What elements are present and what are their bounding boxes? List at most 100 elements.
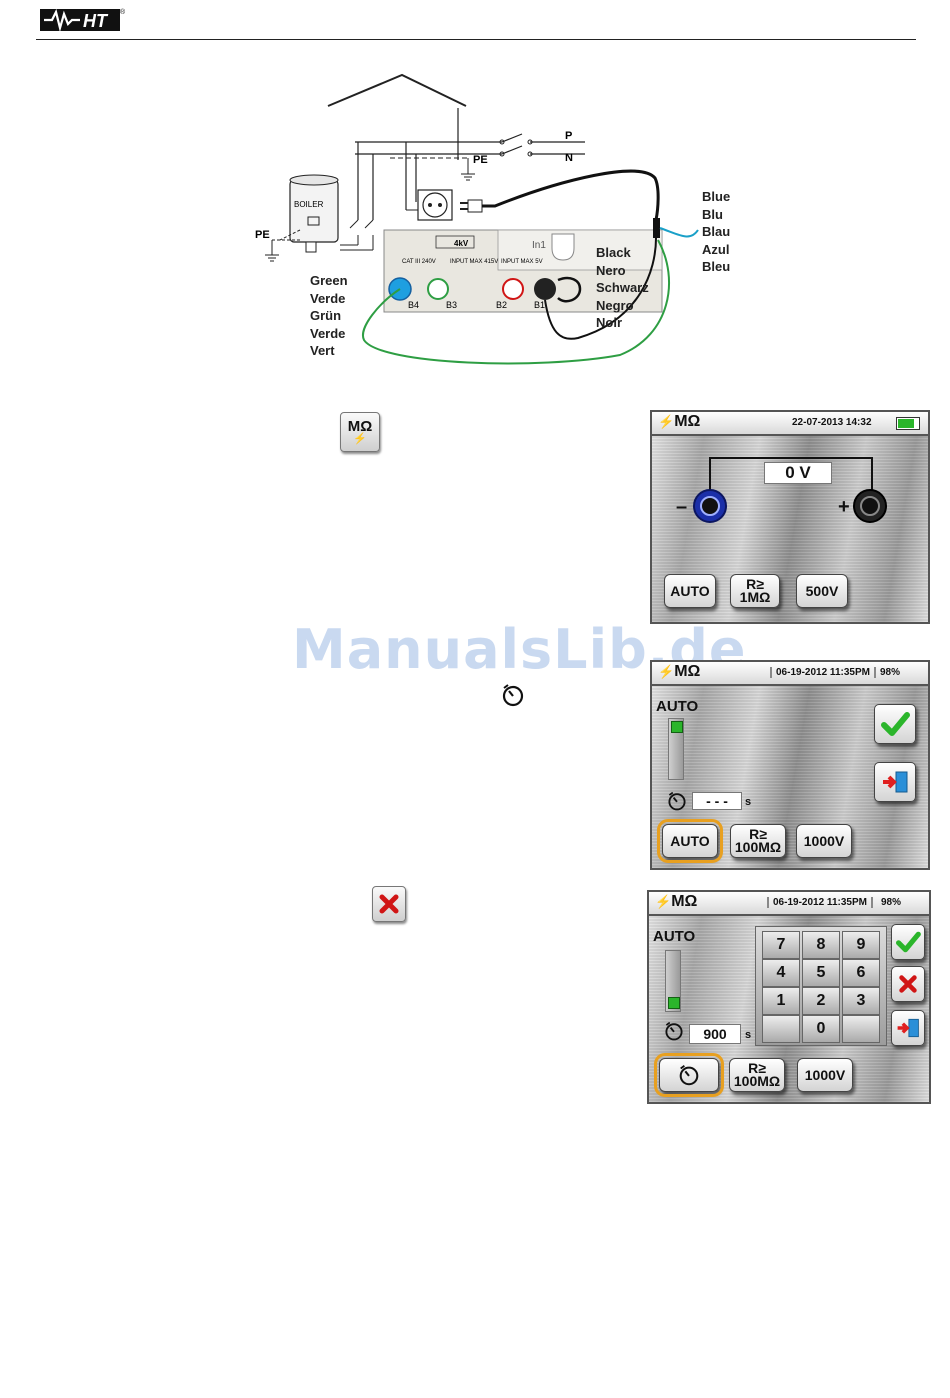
panel-input1: INPUT MAX 415V <box>450 259 498 265</box>
header-rule <box>36 39 916 40</box>
lightning-icon: ⚡ <box>658 664 675 679</box>
terminal-b4: B4 <box>408 300 419 310</box>
voltage-button[interactable]: 500V <box>796 574 848 608</box>
green-label: Verde <box>310 325 346 341</box>
screen-timer-keypad: ⚡MΩ 06-19-2012 11:35PM 98% AUTO 900 s 7 … <box>647 890 931 1104</box>
terminal-b2: B2 <box>496 300 507 310</box>
progress-gauge <box>668 718 684 780</box>
exit-icon <box>883 771 908 793</box>
label-p: P <box>565 130 572 142</box>
label-n: N <box>565 152 573 164</box>
exit-button[interactable] <box>891 1010 925 1046</box>
auto-label: AUTO <box>656 698 699 715</box>
timer-button[interactable] <box>654 1053 724 1097</box>
seconds-unit: s <box>745 796 752 808</box>
blue-label: Azul <box>702 241 730 257</box>
screen-auto-mode: ⚡MΩ 06-19-2012 11:35PM 98% AUTO - - - s … <box>650 660 930 870</box>
megohm-key-icon: MΩ ⚡ <box>340 412 380 452</box>
green-lead-labels: Green Verde Grün Verde Vert <box>310 272 348 360</box>
key-blank-right <box>842 1015 880 1043</box>
key-3[interactable]: 3 <box>842 987 880 1015</box>
datetime: 06-19-2012 11:35PM <box>767 897 873 908</box>
mode-label: ⚡MΩ <box>658 413 701 430</box>
blue-label: Blu <box>702 206 723 222</box>
panel-input2: INPUT MAX 5V <box>501 259 543 265</box>
voltage-button[interactable]: 1000V <box>797 1058 853 1092</box>
datetime: 22-07-2013 14:32 <box>792 417 872 428</box>
timer-icon <box>500 682 526 708</box>
black-label: Negro <box>596 297 634 313</box>
key-blank-left <box>762 1015 800 1043</box>
seconds-unit: s <box>745 1029 752 1041</box>
mode-label: ⚡MΩ <box>658 663 701 680</box>
timer-icon <box>679 1065 699 1086</box>
status-bar: ⚡MΩ 22-07-2013 14:32 <box>652 412 928 436</box>
confirm-button[interactable] <box>874 704 916 744</box>
key-9[interactable]: 9 <box>842 931 880 959</box>
progress-gauge <box>665 950 681 1012</box>
blue-label: Blue <box>702 189 731 204</box>
terminal-b3: B3 <box>446 300 457 310</box>
key-7[interactable]: 7 <box>762 931 800 959</box>
datetime: 06-19-2012 11:35PM <box>770 667 876 678</box>
close-icon <box>899 975 917 993</box>
progress-fill <box>668 997 680 1009</box>
black-label: Nero <box>596 262 626 278</box>
minus-label: – <box>676 496 688 518</box>
ht-logo: HT ® <box>40 6 126 34</box>
key-2[interactable]: 2 <box>802 987 840 1015</box>
battery-icon <box>896 417 920 430</box>
lightning-icon: ⚡ <box>658 414 675 429</box>
numeric-keypad: 7 8 9 4 5 6 1 2 3 0 <box>755 926 887 1046</box>
black-lead-labels: Black Nero Schwarz Negro Noir <box>596 244 649 332</box>
mode-label: ⚡MΩ <box>655 893 698 910</box>
boiler-label: BOILER <box>294 200 324 209</box>
blue-lead-labels: Blue Blu Blau Azul Bleu <box>702 188 730 276</box>
plus-label: + <box>838 496 850 518</box>
voltage-button[interactable]: 1000V <box>796 824 852 858</box>
key-1[interactable]: 1 <box>762 987 800 1015</box>
auto-button[interactable]: AUTO <box>657 819 723 863</box>
wiring-diagram: P N PE BOILER <box>240 70 740 370</box>
lightning-icon: ⚡ <box>655 894 672 909</box>
blue-label: Blau <box>702 224 731 240</box>
timer-icon <box>666 790 688 817</box>
panel-in1: In1 <box>532 240 546 251</box>
check-icon <box>881 712 910 736</box>
blue-label: Bleu <box>702 259 731 275</box>
confirm-button[interactable] <box>891 924 925 960</box>
key-5[interactable]: 5 <box>802 959 840 987</box>
timer-field[interactable]: 900 <box>689 1024 741 1044</box>
black-label: Black <box>596 245 631 260</box>
resistance-limit-button[interactable]: R≥100MΩ <box>730 824 786 858</box>
resistance-limit-button[interactable]: R≥100MΩ <box>729 1058 785 1092</box>
auto-button[interactable]: AUTO <box>664 574 716 608</box>
label-pe-left: PE <box>255 229 270 241</box>
cancel-button[interactable] <box>891 966 925 1002</box>
black-label: Noir <box>596 315 622 331</box>
green-label: Vert <box>310 343 335 359</box>
exit-button[interactable] <box>874 762 916 802</box>
green-label: Grün <box>310 308 342 324</box>
panel-cat: CAT III 240V <box>402 259 436 265</box>
progress-fill <box>671 721 683 733</box>
battery-level: 98% <box>880 667 901 678</box>
terminal-b1: B1 <box>534 300 545 310</box>
panel-warning: 4kV <box>454 239 469 248</box>
black-label: Schwarz <box>596 280 649 296</box>
voltage-readout: 0 V <box>764 462 832 484</box>
green-label: Green <box>310 273 348 288</box>
key-0[interactable]: 0 <box>802 1015 840 1043</box>
timer-icon <box>663 1020 685 1047</box>
battery-level: 98% <box>881 897 902 908</box>
cancel-key-icon <box>372 886 406 922</box>
status-bar: ⚡MΩ 06-19-2012 11:35PM 98% <box>649 892 929 916</box>
key-4[interactable]: 4 <box>762 959 800 987</box>
key-8[interactable]: 8 <box>802 931 840 959</box>
key-6[interactable]: 6 <box>842 959 880 987</box>
exit-icon <box>897 1018 919 1038</box>
green-label: Verde <box>310 290 346 306</box>
auto-label: AUTO <box>653 928 696 945</box>
resistance-limit-button[interactable]: R≥1MΩ <box>730 574 780 608</box>
brand-text: HT <box>83 11 109 31</box>
